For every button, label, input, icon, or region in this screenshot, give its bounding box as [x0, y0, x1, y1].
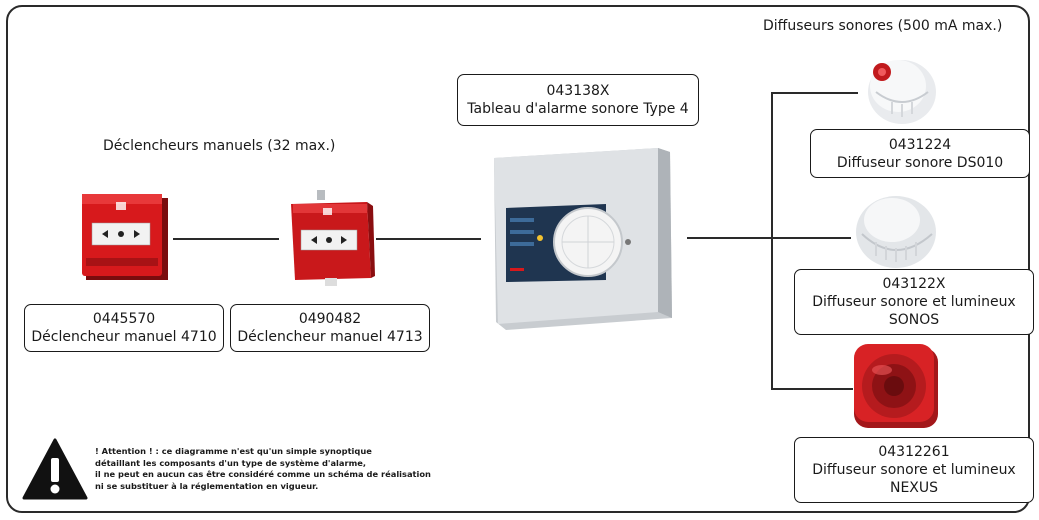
sounder-nexus-image: [852, 342, 940, 432]
connector-line-mcp1-mcp2: [173, 238, 279, 240]
sounder-sonos-label: 043122X Diffuseur sonore et lumineux SON…: [794, 269, 1034, 335]
sounder-ds010-name: Diffuseur sonore DS010: [836, 154, 1004, 171]
mcp-4713-code: 0490482: [298, 311, 362, 327]
warning-line-2: détaillant les composants d'un type de s…: [95, 457, 367, 468]
sounder-ds010-image: [862, 52, 940, 126]
warning-text: ! Attention ! : ce diagramme n'est qu'un…: [95, 446, 431, 492]
sounder-sonos-name: Diffuseur sonore et lumineux: [812, 294, 1016, 310]
connector-line-panel-bus: [687, 237, 772, 239]
sounder-bus-vertical: [771, 92, 773, 389]
connector-line-sounder-1: [771, 92, 858, 94]
warning-line-3: il ne peut en aucun cas être considéré c…: [95, 469, 431, 479]
warning-icon: [22, 438, 88, 500]
manual-call-point-4710-image: [80, 190, 170, 285]
connector-line-sounder-3: [771, 388, 853, 390]
panel-code: 043138X: [546, 83, 610, 99]
sounder-nexus-name: Diffuseur sonore et lumineux: [812, 462, 1016, 478]
connector-line-sounder-2: [771, 237, 851, 239]
sounder-nexus-code: 04312261: [878, 444, 950, 460]
panel-name: Tableau d'alarme sonore Type 4: [467, 101, 689, 117]
warning-line-1: ! Attention ! : ce diagramme n'est qu'un…: [95, 446, 372, 456]
alarm-panel-image: [488, 142, 688, 332]
manual-call-point-4713-image: [287, 190, 375, 290]
mcp-4710-label: 0445570 Déclencheur manuel 4710: [24, 304, 224, 352]
sounder-nexus-model: NEXUS: [889, 480, 939, 496]
sounder-sonos-image: [852, 188, 940, 270]
mcp-4710-name: Déclencheur manuel 4710: [31, 329, 217, 345]
sounder-sonos-model: SONOS: [888, 312, 940, 328]
diagram-frame: [6, 5, 1030, 513]
mcp-4713-name: Déclencheur manuel 4713: [237, 329, 423, 345]
sounder-nexus-label: 04312261 Diffuseur sonore et lumineux NE…: [794, 437, 1034, 503]
sounders-title: Diffuseurs sonores (500 mA max.): [763, 18, 1003, 34]
sounder-ds010-code: 0431224: [888, 136, 952, 153]
warning-line-4: ni se substituer à la réglementation en …: [95, 480, 319, 491]
mcp-4710-code: 0445570: [92, 311, 156, 327]
connector-line-mcp2-panel: [376, 238, 481, 240]
panel-label: 043138X Tableau d'alarme sonore Type 4: [457, 74, 699, 126]
sounder-ds010-label: 0431224 Diffuseur sonore DS010: [810, 129, 1030, 178]
manual-call-points-title: Déclencheurs manuels (32 max.): [103, 138, 336, 154]
sounder-sonos-code: 043122X: [882, 276, 946, 292]
mcp-4713-label: 0490482 Déclencheur manuel 4713: [230, 304, 430, 352]
